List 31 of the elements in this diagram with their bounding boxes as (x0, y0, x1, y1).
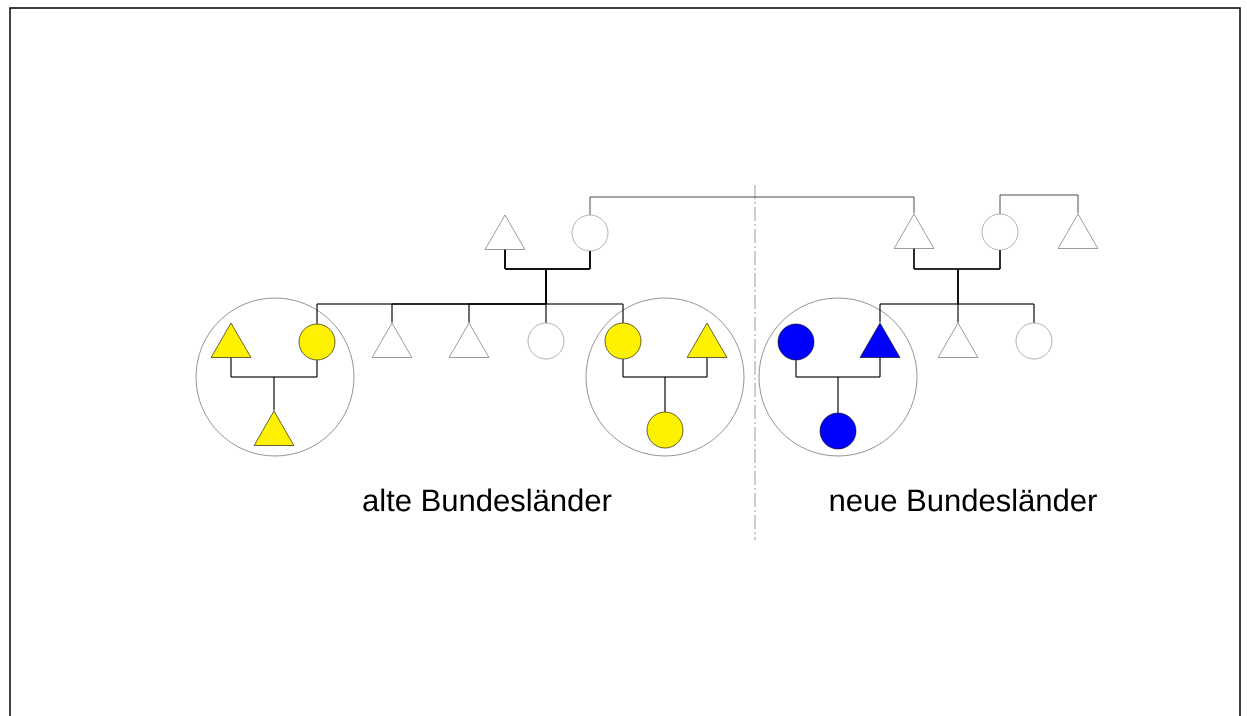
male-symbol (893, 213, 935, 249)
connector-line (545, 250, 624, 324)
female-symbol (298, 323, 336, 361)
male-symbol (1057, 213, 1099, 249)
connector-line (273, 359, 318, 411)
family-circle (585, 297, 745, 457)
male-symbol (210, 322, 252, 358)
female-symbol (819, 412, 857, 450)
family-circle (195, 297, 355, 457)
male-symbol (686, 322, 728, 358)
female-symbol (777, 323, 815, 361)
male-symbol (937, 322, 979, 358)
connector-line (999, 194, 1079, 215)
connector-line (837, 357, 881, 414)
region-label: alte Bundesländer (363, 488, 612, 512)
region-label: neue Bundesländer (830, 488, 1097, 512)
connector-line (957, 249, 1035, 324)
family-circle (758, 297, 918, 457)
male-symbol (253, 410, 295, 446)
male-symbol (448, 322, 490, 358)
male-symbol (371, 322, 413, 358)
connector-line (664, 357, 708, 413)
male-symbol (859, 322, 901, 358)
female-symbol (981, 213, 1019, 251)
male-symbol (484, 214, 526, 250)
female-symbol (1015, 322, 1053, 360)
connector-line (589, 196, 915, 216)
female-symbol (604, 322, 642, 360)
female-symbol (646, 411, 684, 449)
female-symbol (527, 322, 565, 360)
female-symbol (571, 214, 609, 252)
